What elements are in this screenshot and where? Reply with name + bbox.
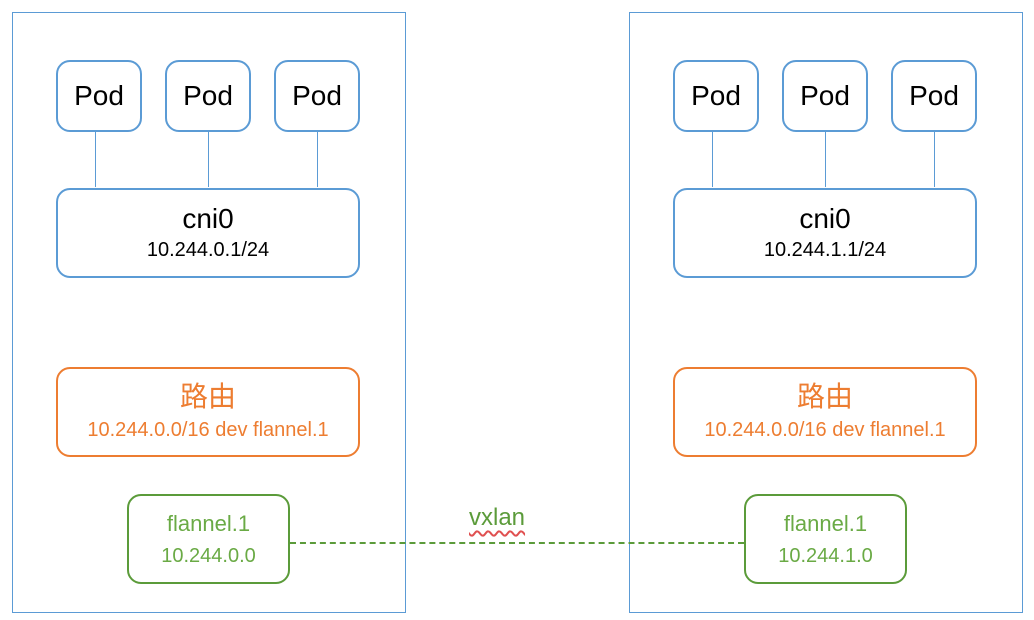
cni0-bridge-box: cni0 10.244.0.1/24 bbox=[56, 188, 360, 278]
vxlan-label: vxlan bbox=[469, 504, 526, 531]
flannel-name: flannel.1 bbox=[166, 510, 251, 536]
route-box: 路由 10.244.0.0/16 dev flannel.1 bbox=[673, 367, 977, 457]
pod-label: Pod bbox=[292, 80, 342, 111]
bridge-ip: 10.244.0.1/24 bbox=[146, 238, 270, 261]
pod-label: Pod bbox=[691, 80, 741, 111]
pod-link-line bbox=[208, 131, 209, 187]
bridge-ip: 10.244.1.1/24 bbox=[763, 238, 887, 261]
pod-label: Pod bbox=[800, 80, 850, 111]
bridge-name: cni0 bbox=[799, 203, 851, 235]
route-rule: 10.244.0.0/16 dev flannel.1 bbox=[87, 418, 329, 441]
flannel-ip: 10.244.1.0 bbox=[778, 544, 873, 567]
pod-label: Pod bbox=[183, 80, 233, 111]
route-box: 路由 10.244.0.0/16 dev flannel.1 bbox=[56, 367, 360, 457]
flannel-name: flannel.1 bbox=[783, 510, 868, 536]
flannel-box: flannel.1 10.244.0.0 bbox=[127, 494, 290, 584]
pod-label: Pod bbox=[74, 80, 124, 111]
route-rule: 10.244.0.0/16 dev flannel.1 bbox=[704, 418, 946, 441]
bridge-name: cni0 bbox=[182, 203, 234, 235]
cni0-bridge-box: cni0 10.244.1.1/24 bbox=[673, 188, 977, 278]
pod-link-line bbox=[712, 131, 713, 187]
pod-box: Pod bbox=[165, 60, 251, 132]
pod-link-line bbox=[825, 131, 826, 187]
flannel-box: flannel.1 10.244.1.0 bbox=[744, 494, 907, 584]
pod-link-line bbox=[95, 131, 96, 187]
pod-link-line bbox=[934, 131, 935, 187]
pod-box: Pod bbox=[891, 60, 977, 132]
pod-label: Pod bbox=[909, 80, 959, 111]
route-title: 路由 bbox=[796, 380, 853, 414]
pod-link-line bbox=[317, 131, 318, 187]
route-title: 路由 bbox=[179, 380, 236, 414]
pod-box: Pod bbox=[274, 60, 360, 132]
pod-box: Pod bbox=[56, 60, 142, 132]
flannel-ip: 10.244.0.0 bbox=[161, 544, 256, 567]
pod-box: Pod bbox=[673, 60, 759, 132]
vxlan-tunnel-line bbox=[290, 542, 744, 544]
pod-box: Pod bbox=[782, 60, 868, 132]
